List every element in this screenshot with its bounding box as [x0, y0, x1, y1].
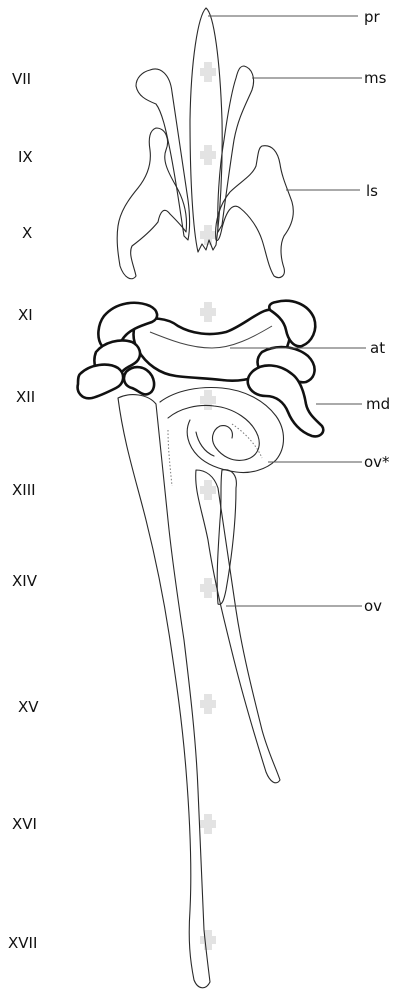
oviduct-right-branch [217, 470, 236, 605]
segment-label-xvi: XVI [12, 815, 37, 833]
segment-label-x: X [22, 224, 32, 242]
oviduct-second [196, 470, 280, 783]
segment-label-xii: XII [16, 388, 35, 406]
label-ov: ov [364, 597, 382, 615]
lateral-stylet-right [216, 146, 294, 278]
segment-label-xiv: XIV [12, 572, 38, 590]
ovary-dotted-margin [168, 430, 172, 486]
segment-labels: VII IX X XI XII XIII XIV XV XVI XVII [8, 70, 39, 952]
midline-mark [200, 390, 216, 410]
ovary-coil-outer [160, 388, 284, 473]
segment-label-xvii: XVII [8, 934, 37, 952]
midline-mark [200, 930, 216, 950]
label-ls: ls [366, 182, 378, 200]
medial-stylet-left [136, 69, 190, 240]
segment-label-vii: VII [12, 70, 31, 88]
segment-label-xi: XI [18, 306, 33, 324]
accessory-lobe-left-lower [78, 365, 123, 399]
segment-label-xv: XV [18, 698, 39, 716]
midline-mark [200, 145, 216, 165]
lateral-stylet-left [117, 128, 186, 279]
medial-stylet-right [218, 66, 254, 232]
label-ov-star: ov* [364, 453, 390, 471]
accessory-lobe-left-small [124, 367, 154, 394]
midline-markers [200, 62, 216, 950]
segment-label-xiii: XIII [12, 481, 36, 499]
midline-mark [200, 578, 216, 598]
ovary-coil-center [196, 432, 214, 456]
ovary-coil-inner [168, 406, 259, 461]
midline-mark [200, 302, 216, 322]
part-labels: pr ms ls at md ov* ov [364, 8, 390, 615]
label-pr: pr [364, 8, 381, 26]
midline-mark [200, 62, 216, 82]
ovary-dotted-margin [232, 424, 262, 458]
midline-mark [200, 814, 216, 834]
segment-label-ix: IX [18, 148, 33, 166]
midline-mark [200, 480, 216, 500]
midline-mark [200, 694, 216, 714]
label-md: md [366, 395, 390, 413]
label-ms: ms [364, 69, 387, 87]
label-at: at [370, 339, 385, 357]
